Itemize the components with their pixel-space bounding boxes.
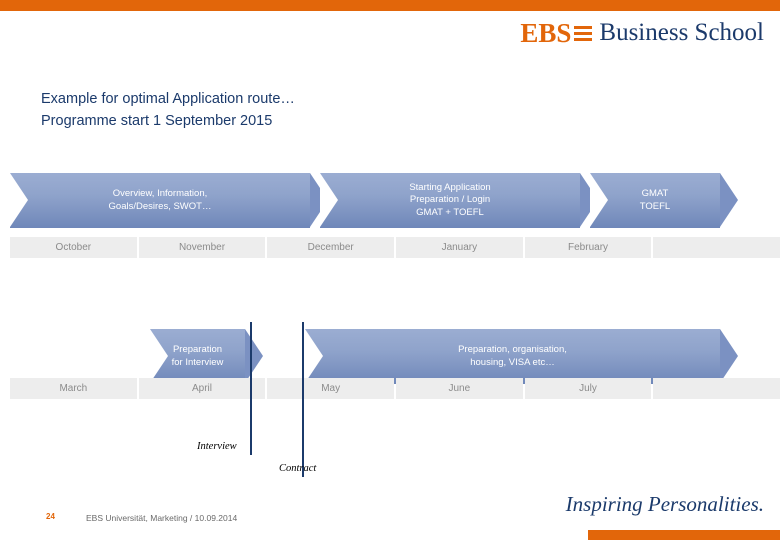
tagline: Inspiring Personalities. <box>565 492 764 516</box>
top-accent-bar <box>0 0 780 11</box>
milestone-label-contract: Contract <box>279 463 317 474</box>
band-chevron-point-icon <box>720 173 738 227</box>
band-notch <box>305 329 323 383</box>
page-number: 24 <box>46 512 55 521</box>
month-bar-row-2: March April May June July <box>10 378 780 399</box>
band-notch <box>320 173 338 227</box>
phase-band-organisation-label: Preparation, organisation,housing, VISA … <box>458 344 567 368</box>
band-notch <box>10 173 28 227</box>
page-title: Example for optimal Application route… P… <box>41 88 295 132</box>
month-cell <box>653 378 780 399</box>
milestone-label-interview: Interview <box>197 441 237 452</box>
milestone-marker-contract <box>302 322 304 477</box>
band-notch <box>150 329 168 383</box>
milestone-marker-interview <box>250 322 252 455</box>
timeline-row-1: Overview, Information,Goals/Desires, SWO… <box>0 173 780 258</box>
band-chevron-point-icon <box>245 329 263 383</box>
month-bar-row-1: October November December January Februa… <box>10 237 780 258</box>
logo-abbrev: EBS <box>520 18 572 48</box>
month-cell: May <box>267 378 395 399</box>
page-title-line1: Example for optimal Application route… <box>41 91 295 107</box>
page-title-line2: Programme start 1 September 2015 <box>41 113 273 129</box>
band-chevron-point-icon <box>720 329 738 383</box>
month-cell: November <box>138 237 266 258</box>
month-cell: March <box>10 378 137 399</box>
month-cell: April <box>138 378 266 399</box>
month-cell: July <box>524 378 652 399</box>
band-notch <box>590 173 608 227</box>
phase-band-overview: Overview, Information,Goals/Desires, SWO… <box>10 173 328 228</box>
month-cell: October <box>10 237 137 258</box>
footer-source: EBS Universität, Marketing / 10.09.2014 <box>86 513 238 523</box>
month-cell <box>653 237 780 258</box>
logo-bars-icon <box>574 25 593 41</box>
month-cell: January <box>396 237 523 258</box>
logo-name: Business School <box>599 19 764 46</box>
phase-band-overview-label: Overview, Information,Goals/Desires, SWO… <box>108 188 212 212</box>
phase-band-organisation: Preparation, organisation,housing, VISA … <box>305 329 738 384</box>
bottom-accent-bar <box>588 530 780 540</box>
month-cell: February <box>524 237 652 258</box>
month-cell: December <box>267 237 395 258</box>
ebs-logo: EBS Business School <box>520 18 764 48</box>
month-cell: June <box>396 378 523 399</box>
